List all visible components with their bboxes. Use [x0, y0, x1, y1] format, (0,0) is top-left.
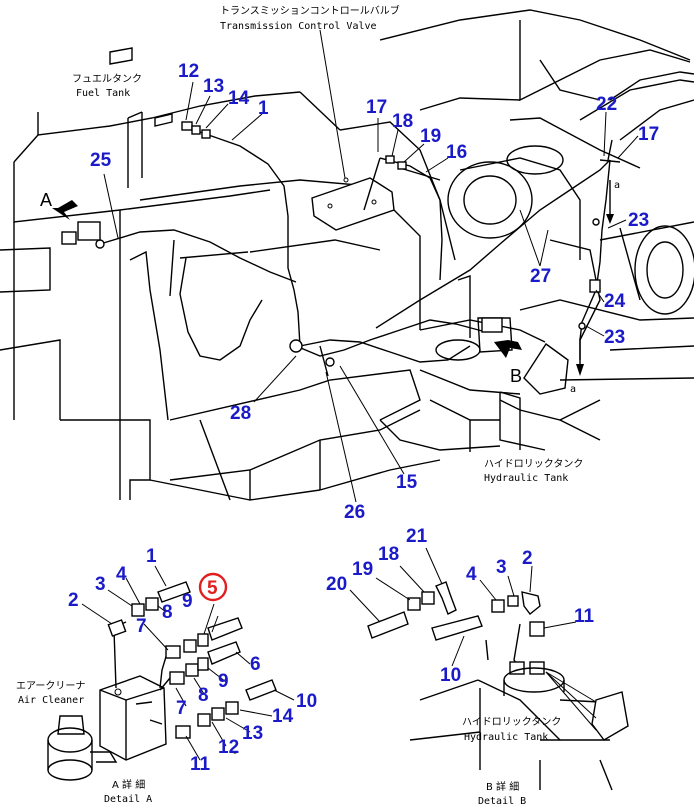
callout-17b: 17 — [638, 124, 659, 145]
callout-13: 13 — [203, 76, 224, 97]
label-hyd2-jp: ハイドロリックタンク — [462, 716, 561, 728]
callout-23b: 23 — [604, 327, 625, 348]
detail-a-callout-9: 9 — [182, 591, 193, 612]
highlight-ring-5 — [198, 572, 228, 602]
machine-outline — [0, 9, 694, 501]
callout-27: 27 — [530, 266, 551, 287]
label-air-jp: エアークリーナ — [16, 680, 85, 692]
callout-highlight-5: 5 — [207, 578, 218, 599]
detail-a-callout-13: 13 — [242, 723, 263, 744]
detail-b-callout-21: 21 — [406, 526, 428, 547]
flow-arrow-down — [576, 338, 584, 376]
label-fuel-jp: フュエルタンク — [72, 73, 142, 85]
detail-b-callout-2: 2 — [522, 548, 533, 569]
leader-lines-detail-b — [349, 547, 577, 667]
detail-b-callout-20: 20 — [326, 574, 347, 595]
callout-24: 24 — [604, 291, 626, 312]
label-tcv-en: Transmission Control Valve — [220, 21, 377, 32]
label-detail-b-jp: B 詳 細 — [486, 780, 519, 793]
callout-15: 15 — [396, 472, 418, 493]
callout-22: 22 — [596, 94, 617, 115]
callout-12: 12 — [178, 61, 199, 82]
callout-28: 28 — [230, 403, 251, 424]
detail-a-callout-10: 10 — [296, 691, 317, 712]
label-hyd-jp: ハイドロリックタンク — [484, 458, 583, 470]
label-tcv-jp: トランスミッションコントロールバルブ — [220, 4, 400, 17]
detail-a-callout-9b: 9 — [218, 671, 229, 692]
detail-a-callout-7: 7 — [136, 616, 147, 637]
view-arrow-a — [52, 200, 78, 220]
label-detail-b-en: Detail B — [478, 796, 526, 806]
callout-18: 18 — [392, 111, 413, 132]
detail-b-drawing — [367, 581, 629, 791]
detail-a-callout-8: 8 — [162, 602, 173, 623]
flow-label-a1: a — [614, 180, 620, 191]
callout-23: 23 — [628, 210, 649, 231]
view-label-a: A — [40, 190, 52, 210]
detail-b-callout-10: 10 — [440, 665, 461, 686]
label-air-en: Air Cleaner — [18, 695, 84, 706]
detail-b-callout-19: 19 — [352, 559, 373, 580]
detail-a-callout-8b: 8 — [198, 685, 209, 706]
flow-label-a2: a — [570, 384, 576, 395]
detail-b-callout-18: 18 — [378, 544, 399, 565]
detail-b-callout-11: 11 — [574, 606, 595, 627]
label-hyd2-en: Hydraulic Tank — [464, 732, 548, 743]
label-detail-a-en: Detail A — [104, 794, 152, 805]
detail-a-callout-1: 1 — [146, 546, 157, 567]
detail-a-callout-3: 3 — [95, 574, 106, 595]
leader-lines-detail-a — [81, 565, 295, 761]
leader-lines-main — [103, 29, 639, 503]
label-detail-a-jp: A 詳 細 — [112, 778, 145, 791]
detail-a-callout-7b: 7 — [176, 698, 187, 719]
callout-17: 17 — [366, 97, 387, 118]
detail-a-callout-2: 2 — [68, 590, 79, 611]
callout-25: 25 — [90, 150, 112, 171]
detail-a-drawing — [47, 581, 277, 781]
callout-14: 14 — [228, 88, 250, 109]
detail-b-callout-3: 3 — [496, 557, 507, 578]
detail-a-callout-14: 14 — [272, 706, 294, 727]
detail-a-callout-4: 4 — [116, 564, 127, 585]
callout-26: 26 — [344, 502, 365, 523]
label-hyd-en: Hydraulic Tank — [484, 473, 568, 484]
view-arrow-b — [494, 340, 522, 358]
flow-arrow-up — [606, 180, 614, 224]
view-label-b: B — [510, 366, 522, 386]
detail-a-callout-12: 12 — [218, 737, 239, 758]
callout-19: 19 — [420, 126, 441, 147]
air-piping — [61, 121, 621, 377]
label-fuel-en: Fuel Tank — [76, 88, 130, 99]
callout-16: 16 — [446, 142, 467, 163]
callout-1: 1 — [258, 98, 269, 119]
detail-b-callout-4: 4 — [466, 564, 477, 585]
detail-a-tick: - — [232, 748, 238, 759]
detail-a-callout-6: 6 — [250, 654, 261, 675]
detail-a-callout-11: 11 — [190, 754, 211, 775]
